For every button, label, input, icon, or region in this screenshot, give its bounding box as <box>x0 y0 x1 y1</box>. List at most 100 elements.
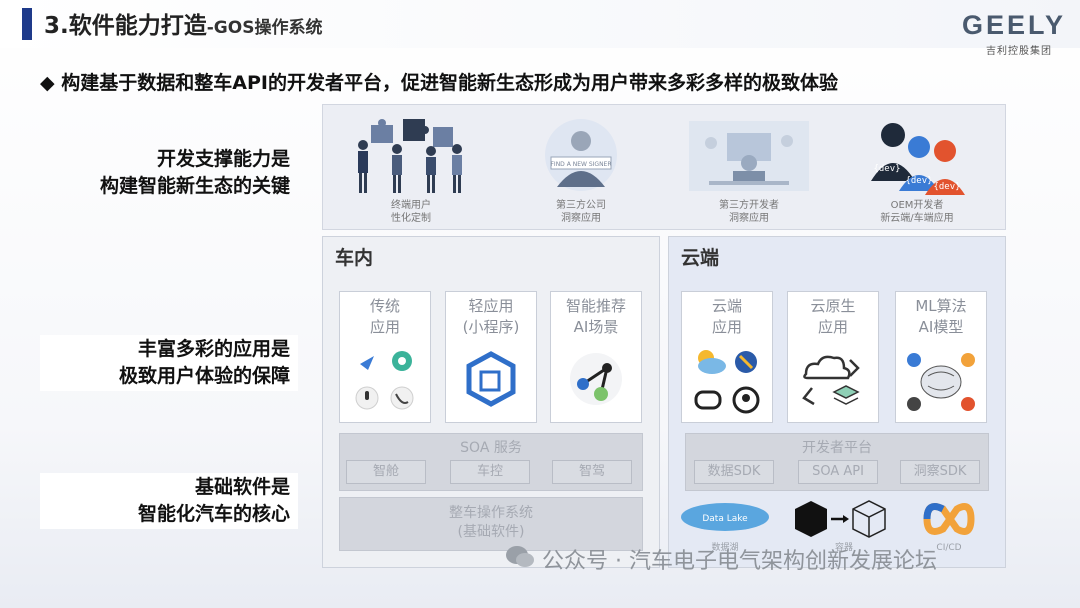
chip-cockpit: 智舱 <box>346 460 426 484</box>
cloud-icon <box>804 357 849 378</box>
card-title-line: AI模型 <box>896 317 986 338</box>
label-line: 丰富多彩的应用是 <box>40 336 290 363</box>
microphone-icon <box>365 391 369 400</box>
card-title-line: 智能推荐 <box>551 296 641 317</box>
label-line: 智能化汽车的核心 <box>40 501 290 528</box>
label-dev-support: 开发支撑能力是 构建智能新生态的关键 <box>40 146 298 200</box>
card-cloud-native-apps: 云原生应用 <box>787 291 879 423</box>
card-title: 传统应用 <box>340 296 430 338</box>
developer-persona-strip: 终端用户性化定制 FIND A NEW SIGNER 第三方公司洞察应用 第三方… <box>322 104 1006 230</box>
geely-logo-subtitle: 吉利控股集团 <box>986 42 1052 57</box>
chip-autonomous-driving: 智驾 <box>552 460 632 484</box>
chart-icon <box>961 353 975 367</box>
label-line: 极致用户体验的保障 <box>40 363 290 390</box>
label-line: 开发支撑能力是 <box>40 146 290 173</box>
persona-end-user: 终端用户性化定制 <box>331 109 491 225</box>
card-title-line: AI场景 <box>551 317 641 338</box>
caption-line: 洞察应用 <box>501 212 661 225</box>
building-icon <box>961 397 975 411</box>
card-title-line: 云端 <box>682 296 772 317</box>
os-line: (基础软件) <box>340 523 642 542</box>
lightbulb-icon <box>907 353 921 367</box>
card-title-line: ML算法 <box>896 296 986 317</box>
card-title-line: 传统 <box>340 296 430 317</box>
persona-third-party-company: FIND A NEW SIGNER 第三方公司洞察应用 <box>501 109 661 225</box>
card-light-apps: 轻应用(小程序) <box>445 291 537 423</box>
ai-brain-icon <box>904 346 978 416</box>
card-cloud-apps: 云端应用 <box>681 291 773 423</box>
in-vehicle-title: 车内 <box>335 243 373 270</box>
dev-tag: {dev} <box>905 176 932 186</box>
caption-line: 第三方开发者 <box>669 199 829 212</box>
persona-caption: 终端用户性化定制 <box>331 199 491 225</box>
developer-team-icon: {dev} {dev} {dev} <box>857 115 977 197</box>
slide-title: 3.软件能力打造-GOS操作系统 <box>44 6 322 40</box>
signboard-text: FIND A NEW SIGNER <box>550 161 611 168</box>
card-title: 云原生应用 <box>788 296 878 338</box>
persona-caption: 第三方公司洞察应用 <box>501 199 661 225</box>
dev-tag: {dev} <box>873 164 900 174</box>
mini-program-cube-icon <box>465 350 517 408</box>
geely-logo: GEELY <box>962 10 1066 41</box>
card-title: 轻应用(小程序) <box>446 296 536 338</box>
cloud-title: 云端 <box>681 243 719 270</box>
slide-title-main: 3.软件能力打造 <box>44 13 207 39</box>
label-base-software: 基础软件是 智能化汽车的核心 <box>40 473 298 529</box>
developer-desk-icon <box>689 115 809 197</box>
card-title-line: 应用 <box>340 317 430 338</box>
label-rich-apps: 丰富多彩的应用是 极致用户体验的保障 <box>40 335 298 391</box>
card-title-line: 云原生 <box>788 296 878 317</box>
persona-caption: OEM开发者新云端/车端应用 <box>837 199 997 225</box>
caption-line: 性化定制 <box>331 212 491 225</box>
label-line: 构建智能新生态的关键 <box>40 173 290 200</box>
watermark-text: 公众号 · 汽车电子电气架构创新发展论坛 <box>542 543 937 575</box>
puzzle-people-icon <box>351 115 471 197</box>
slide-title-sub: -GOS操作系统 <box>207 18 323 38</box>
navigation-icon <box>360 356 374 370</box>
persona-third-party-developer: 第三方开发者洞察应用 <box>669 109 829 225</box>
persona-oem-developer: {dev} {dev} {dev} OEM开发者新云端/车端应用 <box>837 109 997 225</box>
card-title-line: 应用 <box>682 317 772 338</box>
database-icon <box>907 397 921 411</box>
cicd-caption: CI/CD <box>936 543 961 553</box>
card-title-line: 应用 <box>788 317 878 338</box>
chip-soa-api: SOA API <box>798 460 878 484</box>
card-title-line: 轻应用 <box>446 296 536 317</box>
bullet-statement: ◆ 构建基于数据和整车API的开发者平台，促进智能新生态形成为用户带来多彩多样的… <box>40 68 838 95</box>
wechat-icon <box>505 544 535 570</box>
caption-line: 新云端/车端应用 <box>837 212 997 225</box>
card-traditional-apps: 传统应用 <box>339 291 431 423</box>
card-title: 云端应用 <box>682 296 772 338</box>
cloud-app-icons <box>690 344 764 418</box>
gamepad-icon <box>696 392 720 408</box>
layers-icon <box>834 386 858 398</box>
developer-platform-title: 开发者平台 <box>686 437 988 457</box>
dev-tag: {dev} <box>933 182 960 192</box>
caption-line: 终端用户 <box>331 199 491 212</box>
caption-line: OEM开发者 <box>837 199 997 212</box>
developer-platform-layer: 开发者平台 数据SDK SOA API 洞察SDK <box>685 433 989 491</box>
caption-line: 洞察应用 <box>669 212 829 225</box>
data-lake-text: Data Lake <box>702 514 748 524</box>
business-person-icon: FIND A NEW SIGNER <box>521 115 641 197</box>
label-line: 基础软件是 <box>40 474 290 501</box>
chip-insight-sdk: 洞察SDK <box>900 460 980 484</box>
os-line: 整车操作系统 <box>340 504 642 523</box>
ai-network-icon <box>565 350 627 408</box>
diamond-bullet-icon: ◆ <box>40 72 55 94</box>
header-accent-bar <box>22 8 32 40</box>
soa-title: SOA 服务 <box>340 437 642 457</box>
chip-data-sdk: 数据SDK <box>694 460 774 484</box>
soa-service-layer: SOA 服务 智舱 车控 智驾 <box>339 433 643 491</box>
app-icons-grid <box>350 344 420 416</box>
bullet-text: 构建基于数据和整车API的开发者平台，促进智能新生态形成为用户带来多彩多样的极致… <box>61 72 838 94</box>
chip-vehicle-control: 车控 <box>450 460 530 484</box>
persona-caption: 第三方开发者洞察应用 <box>669 199 829 225</box>
vehicle-os-title: 整车操作系统(基础软件) <box>340 504 642 542</box>
